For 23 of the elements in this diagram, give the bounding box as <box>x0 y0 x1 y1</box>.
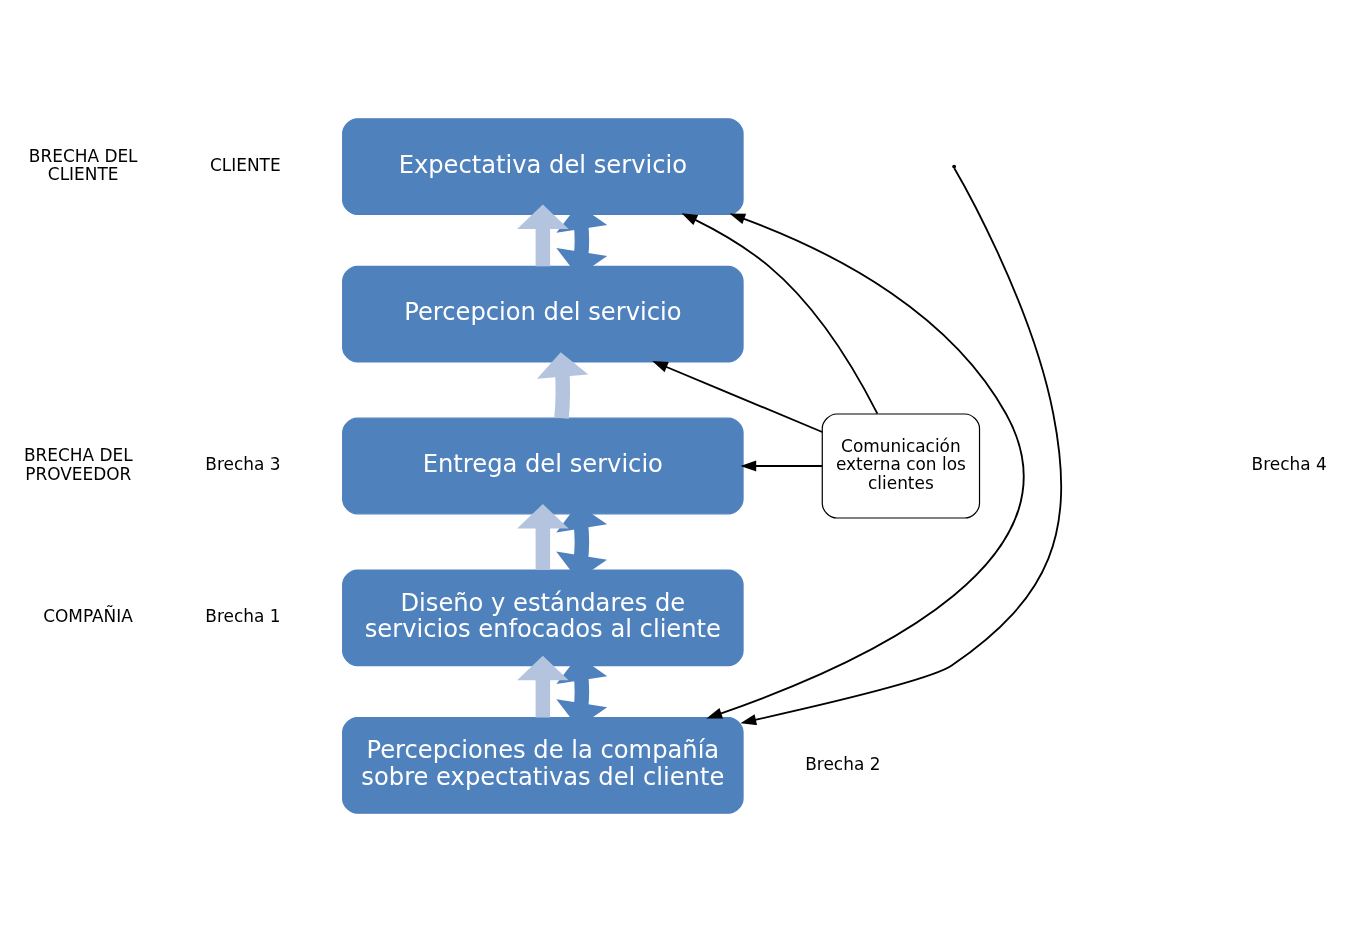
label: Brecha 1 <box>205 606 281 627</box>
arrow <box>652 361 824 433</box>
node-box: Diseño y estándares de servicios enfocados al cliente <box>342 569 744 667</box>
node-box: Expectativa del servicio <box>342 118 744 215</box>
label: COMPAÑIA <box>43 606 133 627</box>
arrow <box>740 460 823 472</box>
label: CLIENTE <box>209 155 281 176</box>
label: Brecha 4 <box>1251 454 1327 475</box>
arrow <box>517 655 569 718</box>
label: BRECHA DEL PROVEEDOR <box>23 445 133 484</box>
arrow <box>517 204 569 267</box>
label: Brecha 2 <box>805 753 881 774</box>
arrow <box>517 504 569 570</box>
node-box: Percepciones de la compañía sobre expectativas del cliente <box>342 717 744 814</box>
arrow <box>706 213 1025 719</box>
arrow <box>681 213 879 415</box>
node-box: Comunicación externa con los clientes <box>821 413 981 519</box>
label: BRECHA DEL CLIENTE <box>28 146 138 185</box>
arrow <box>740 167 1062 726</box>
node-box: Entrega del servicio <box>342 417 744 515</box>
node-box: Percepcion del servicio <box>342 265 744 363</box>
arrow <box>537 352 589 419</box>
label: Brecha 3 <box>205 454 281 475</box>
